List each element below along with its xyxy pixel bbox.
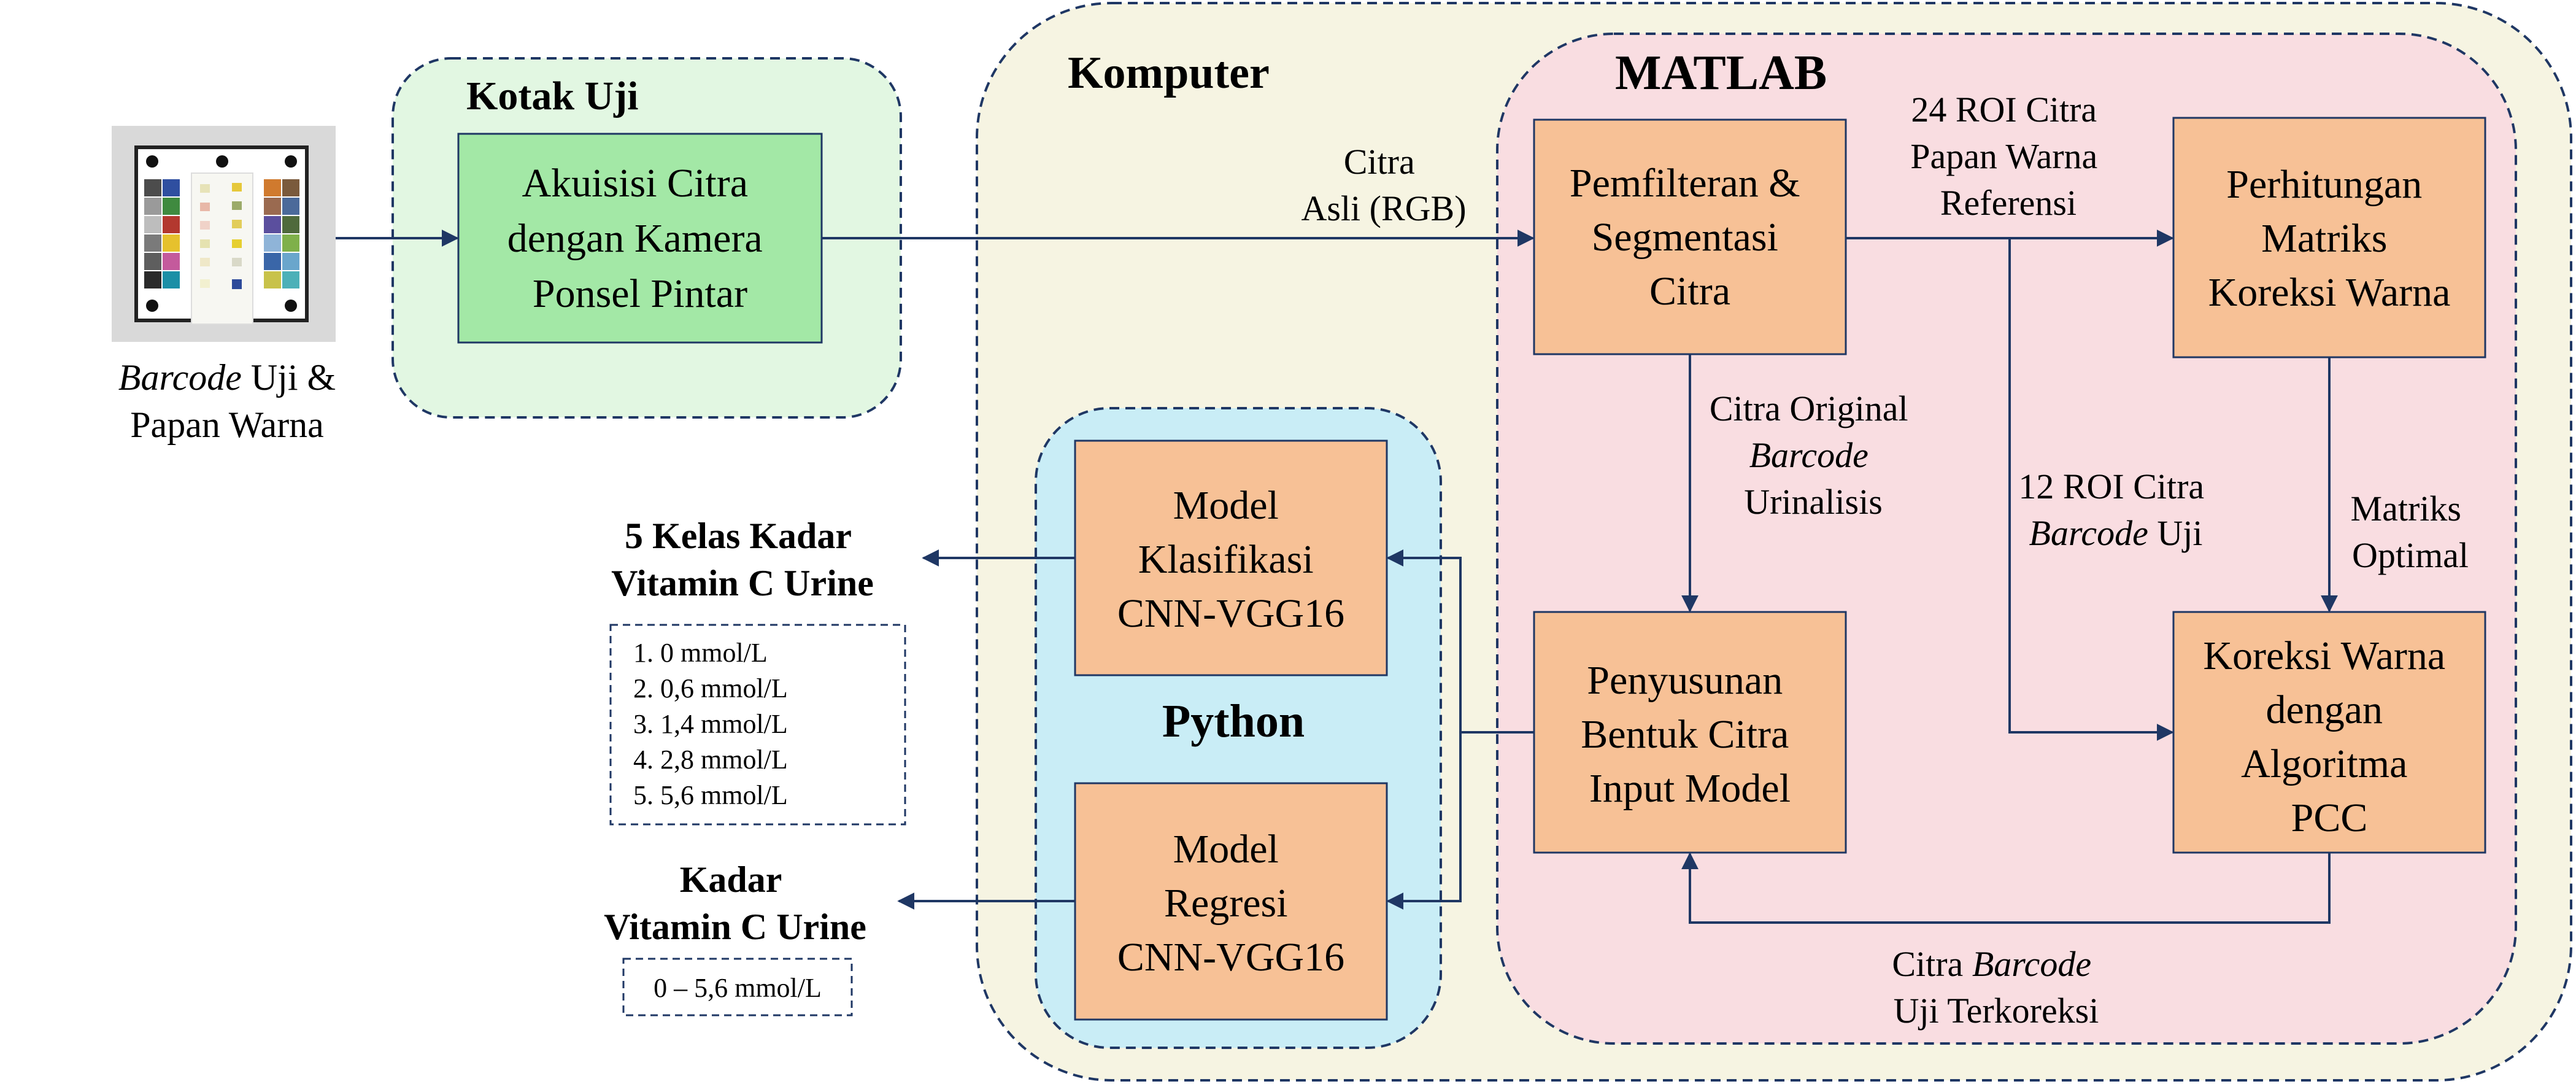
barcode-color-board-image — [112, 126, 336, 342]
label-roi12: 12 ROI Citra Barcode Uji — [2018, 467, 2213, 553]
label-terkoreksi: Citra Barcode Uji Terkoreksi — [1892, 944, 2100, 1031]
perhitungan-label: Perhitungan Matriks Koreksi Warna — [2208, 162, 2451, 315]
akuisisi-box — [457, 133, 823, 344]
kotak-uji-title: Kotak Uji — [466, 74, 639, 118]
output-kadar-title: Kadar Vitamin C Urine — [604, 859, 866, 947]
label-matriks-optimal: Matriks Optimal — [2351, 489, 2470, 575]
koreksi-label: Koreksi Warna dengan Algoritma PCC — [2203, 633, 2455, 840]
klasifikasi-label: Model Klasifikasi CNN-VGG16 — [1117, 483, 1344, 636]
output-kadar-range: 0 – 5,6 mmol/L — [654, 973, 822, 1003]
python-title: Python — [1162, 695, 1305, 747]
label-citra-original: Citra Original Barcode Urinalisis — [1710, 389, 1917, 522]
label-roi24: 24 ROI Citra Papan Warna Referensi — [1910, 90, 2107, 223]
penyusunan-label: Penyusunan Bentuk Citra Input Model — [1581, 658, 1799, 811]
label-citra-asli: Citra Asli (RGB) — [1301, 142, 1466, 228]
regresi-label: Model Regresi CNN-VGG16 — [1117, 827, 1344, 980]
input-label-line2: Papan Warna — [130, 405, 324, 445]
matlab-title: MATLAB — [1615, 46, 1827, 100]
perhitungan-box — [2172, 117, 2486, 358]
pemfilteran-label: Pemfilteran & Segmentasi Citra — [1570, 161, 1810, 314]
arrow-penyusunan-to-regresi — [1386, 732, 1462, 910]
klasifikasi-box — [1074, 439, 1388, 676]
komputer-title: Komputer — [1068, 48, 1270, 98]
koreksi-box — [2172, 611, 2486, 854]
output-kadar-range-box — [622, 958, 853, 1016]
regresi-box — [1074, 782, 1388, 1021]
arrow-koreksi-to-penyusunan — [1681, 852, 2331, 924]
akuisisi-label: Akuisisi Citra dengan Kamera Ponsel Pint… — [507, 161, 773, 316]
output-kelas-title: 5 Kelas Kadar Vitamin C Urine — [611, 516, 874, 603]
penyusunan-box — [1533, 611, 1847, 854]
output-kelas-list-box — [609, 624, 906, 826]
input-label: Barcode Uji & — [118, 357, 336, 398]
output-kelas-list: 1. 0 mmol/L 2. 0,6 mmol/L 3. 1,4 mmol/L … — [633, 638, 793, 810]
arrow-roi12-to-koreksi — [2008, 238, 2174, 741]
arrow-penyusunan-to-klasifikasi — [1386, 549, 1534, 734]
